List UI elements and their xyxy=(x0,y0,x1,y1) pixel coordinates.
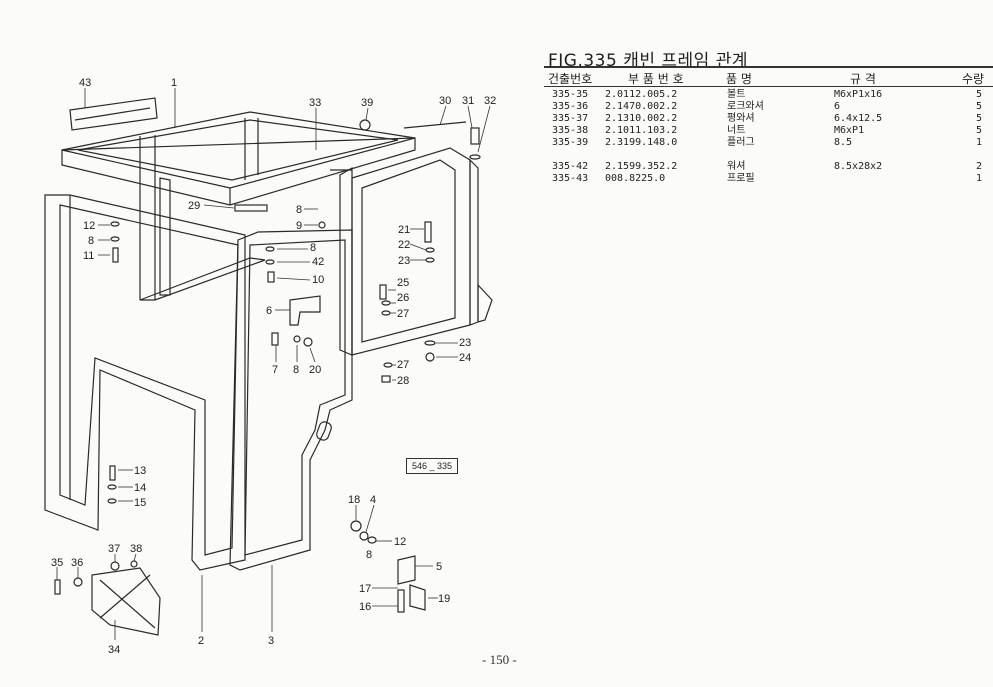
callout-8: 8 xyxy=(88,235,94,247)
diagram-reference-code: 546 _ 335 xyxy=(406,458,458,474)
cell-part: 2.1011.103.2 xyxy=(605,125,678,136)
callout-43: 43 xyxy=(79,77,91,89)
callout-8: 8 xyxy=(310,242,316,254)
cell-ref: 335-35 xyxy=(552,89,589,100)
cell-spec: 8.5x28x2 xyxy=(834,161,883,172)
callout-39: 39 xyxy=(361,97,373,109)
callout-36: 36 xyxy=(71,557,83,569)
callout-5: 5 xyxy=(436,561,442,573)
page-number: - 150 - xyxy=(482,652,517,667)
callout-26: 26 xyxy=(397,292,409,304)
callout-42: 42 xyxy=(312,256,324,268)
cell-part: 2.0112.005.2 xyxy=(605,89,678,100)
callout-27: 27 xyxy=(397,308,409,320)
callout-labels: 43 1 33 39 30 31 32 29 8 9 8 42 10 12 8 … xyxy=(51,77,496,656)
callout-16: 16 xyxy=(359,601,371,613)
cell-ref: 335-36 xyxy=(552,101,589,112)
cell-name: 볼트 xyxy=(727,89,746,100)
cell-part: 2.1470.002.2 xyxy=(605,101,678,112)
cell-name: 플러그 xyxy=(727,137,755,148)
callout-10: 10 xyxy=(312,274,324,286)
cell-spec: M6xP1 xyxy=(834,125,865,136)
callout-35: 35 xyxy=(51,557,63,569)
callout-38: 38 xyxy=(130,543,142,555)
header-qty: 수량 xyxy=(962,72,985,86)
title-rule xyxy=(544,66,993,68)
callout-12: 12 xyxy=(394,536,406,548)
callout-22: 22 xyxy=(398,239,410,251)
callout-29: 29 xyxy=(188,200,200,212)
callout-32: 32 xyxy=(484,95,496,107)
cell-qty: 2 xyxy=(976,161,983,172)
cell-part: 008.8225.0 xyxy=(605,173,666,184)
callout-13: 13 xyxy=(134,465,146,477)
cell-name: 평와셔 xyxy=(727,113,755,124)
cell-ref: 335-39 xyxy=(552,137,589,148)
callout-31: 31 xyxy=(462,95,474,107)
callout-14: 14 xyxy=(134,482,146,494)
cell-spec: 6 xyxy=(834,101,841,112)
callout-28: 28 xyxy=(397,375,409,387)
roof-frame-inner xyxy=(77,119,399,181)
callout-3: 3 xyxy=(268,635,274,647)
cell-name: 프로필 xyxy=(727,173,755,184)
callout-11: 11 xyxy=(83,250,94,262)
cell-part: 2.1310.002.2 xyxy=(605,113,678,124)
callout-37: 37 xyxy=(108,543,120,555)
callout-8: 8 xyxy=(293,364,299,376)
callout-15: 15 xyxy=(134,497,146,509)
callout-30: 30 xyxy=(439,95,451,107)
header-name: 품 명 xyxy=(726,72,752,86)
callout-23: 23 xyxy=(398,255,410,267)
cell-part: 2.3199.148.0 xyxy=(605,137,678,148)
cell-ref: 335-43 xyxy=(552,173,589,184)
callout-8: 8 xyxy=(296,204,302,216)
cell-qty: 5 xyxy=(976,89,983,100)
header-spec: 규 격 xyxy=(850,72,876,86)
callout-21: 21 xyxy=(398,224,410,236)
callout-20: 20 xyxy=(309,364,321,376)
callout-9: 9 xyxy=(296,220,302,232)
callout-34: 34 xyxy=(108,644,120,656)
cell-qty: 1 xyxy=(976,173,983,184)
cell-spec: 8.5 xyxy=(834,137,853,148)
header-part: 부 품 번 호 xyxy=(628,72,684,86)
cell-ref: 335-42 xyxy=(552,161,589,172)
cell-qty: 5 xyxy=(976,125,983,136)
callout-6: 6 xyxy=(266,305,272,317)
cell-name: 로크와셔 xyxy=(727,101,764,112)
callout-23: 23 xyxy=(459,337,471,349)
cell-ref: 335-37 xyxy=(552,113,589,124)
cell-part: 2.1599.352.2 xyxy=(605,161,678,172)
cell-qty: 1 xyxy=(976,137,983,148)
callout-27: 27 xyxy=(397,359,409,371)
callout-4: 4 xyxy=(370,494,376,506)
callout-19: 19 xyxy=(438,593,450,605)
callout-7: 7 xyxy=(272,364,278,376)
cell-qty: 5 xyxy=(976,113,983,124)
callout-25: 25 xyxy=(397,277,409,289)
callout-8: 8 xyxy=(366,549,372,561)
header-rule xyxy=(544,86,993,87)
callout-18: 18 xyxy=(348,494,360,506)
callout-17: 17 xyxy=(359,583,371,595)
cell-spec: 6.4x12.5 xyxy=(834,113,883,124)
cell-ref: 335-38 xyxy=(552,125,589,136)
leader-lines xyxy=(56,88,491,640)
cell-qty: 5 xyxy=(976,101,983,112)
callout-12: 12 xyxy=(83,220,95,232)
cell-name: 워셔 xyxy=(727,161,746,172)
header-ref: 건출번호 xyxy=(548,72,593,86)
cell-name: 너트 xyxy=(727,125,746,136)
callout-33: 33 xyxy=(309,97,321,109)
cabin-frame-drawing xyxy=(44,97,493,636)
cell-spec: M6xP1x16 xyxy=(834,89,883,100)
callout-2: 2 xyxy=(198,635,204,647)
callout-1: 1 xyxy=(171,77,177,89)
callout-24: 24 xyxy=(459,352,471,364)
